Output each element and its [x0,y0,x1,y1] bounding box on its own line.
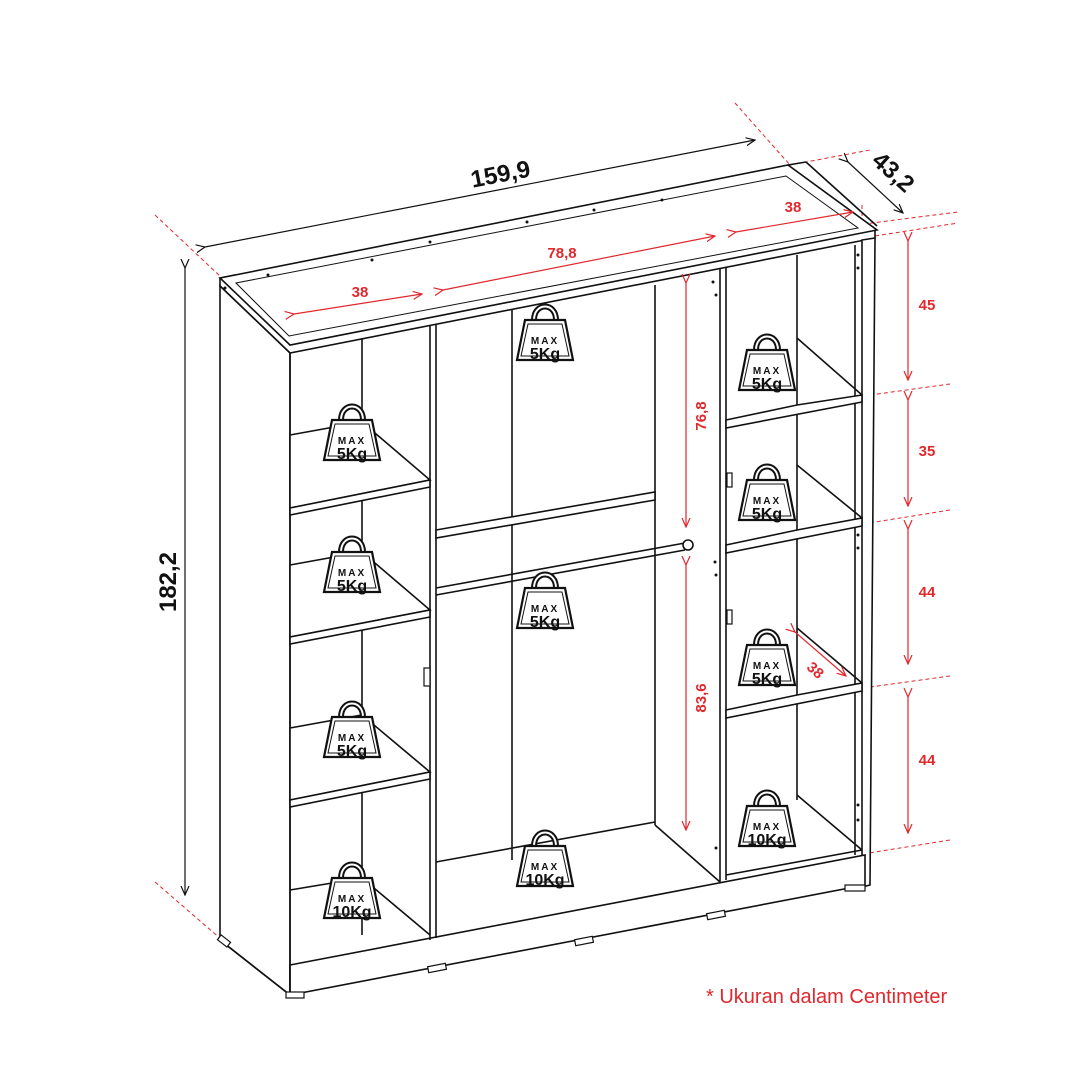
hang-upper-label: 76,8 [693,401,710,430]
svg-text:10Kg: 10Kg [747,832,786,849]
svg-text:5Kg: 5Kg [337,578,367,595]
svg-text:5Kg: 5Kg [752,671,782,688]
svg-text:MAX: MAX [531,336,559,347]
weight-right-2-icon: MAX 5Kg [739,467,795,523]
svg-text:MAX: MAX [753,496,781,507]
svg-text:5Kg: 5Kg [752,376,782,393]
weight-right-3-icon: MAX 5Kg [739,632,795,688]
weight-right-1-icon: MAX 5Kg [739,337,795,393]
svg-text:MAX: MAX [338,568,366,579]
units-note: * Ukuran dalam Centimeter [706,986,948,1008]
depth-label: 43,2 [867,147,920,198]
center-width-label: 78,8 [547,245,576,262]
width-label: 159,9 [469,156,533,194]
svg-text:MAX: MAX [753,822,781,833]
svg-text:MAX: MAX [531,862,559,873]
svg-text:5Kg: 5Kg [337,446,367,463]
svg-text:MAX: MAX [338,436,366,447]
weight-icons: MAX 5Kg MAX 5Kg MAX 5Kg MAX 10Kg MAX 5Kg… [324,307,795,921]
weight-center-bottom-icon: MAX 10Kg [517,833,573,889]
svg-text:MAX: MAX [338,894,366,905]
weight-left-2-icon: MAX 5Kg [324,539,380,595]
right-gap-1-label: 45 [919,297,936,314]
svg-text:10Kg: 10Kg [332,904,371,921]
inner-dimensions: 38 78,8 38 76,8 83,6 45 35 44 44 38 [294,199,936,833]
right-shelf-depth-label: 38 [803,659,827,683]
weight-left-1-icon: MAX 5Kg [324,407,380,463]
right-gap-4-label: 44 [919,752,936,769]
weight-center-top-icon: MAX 5Kg [517,307,573,363]
svg-text:5Kg: 5Kg [337,743,367,760]
weight-center-rod-icon: MAX 5Kg [517,575,573,631]
right-depth-label: 38 [785,199,802,216]
svg-text:MAX: MAX [531,604,559,615]
height-label: 182,2 [155,552,182,612]
right-gap-2-label: 35 [919,443,936,460]
svg-text:5Kg: 5Kg [530,346,560,363]
svg-text:MAX: MAX [338,733,366,744]
weight-left-3-icon: MAX 5Kg [324,704,380,760]
right-gap-3-label: 44 [919,584,936,601]
weight-right-bottom-icon: MAX 10Kg [739,793,795,849]
weight-left-bottom-icon: MAX 10Kg [324,865,380,921]
svg-text:5Kg: 5Kg [530,614,560,631]
hang-lower-label: 83,6 [693,683,710,712]
svg-text:MAX: MAX [753,366,781,377]
left-depth-label: 38 [352,284,369,301]
svg-text:5Kg: 5Kg [752,506,782,523]
svg-text:MAX: MAX [753,661,781,672]
svg-text:10Kg: 10Kg [525,872,564,889]
